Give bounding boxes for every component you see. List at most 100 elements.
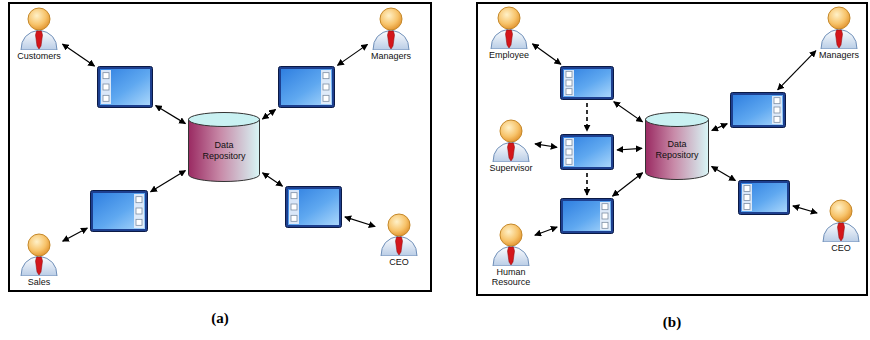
screen-button bbox=[566, 80, 572, 86]
screen-glass bbox=[100, 69, 150, 105]
access-arrow bbox=[613, 173, 643, 196]
screen-button bbox=[103, 95, 109, 101]
screen-sidebar bbox=[564, 70, 574, 96]
screen-figure bbox=[560, 198, 614, 234]
screen-button bbox=[323, 84, 329, 90]
person-body bbox=[21, 256, 57, 276]
screen-button bbox=[566, 149, 572, 155]
access-arrow bbox=[535, 227, 557, 235]
screen-frame bbox=[561, 135, 614, 170]
access-arrow bbox=[617, 148, 642, 150]
database-label: Data Repository bbox=[188, 128, 260, 173]
panel-caption: (a) bbox=[10, 310, 430, 327]
person-head bbox=[500, 120, 522, 142]
screen-button bbox=[602, 204, 608, 210]
person-tie bbox=[388, 31, 395, 49]
role-label: CEO bbox=[818, 243, 864, 253]
person-tie bbox=[838, 223, 845, 241]
computer-screen bbox=[560, 66, 614, 100]
cylinder-body bbox=[189, 119, 260, 182]
person-icon: Human Resource bbox=[485, 222, 537, 288]
screen-sidebar bbox=[600, 202, 610, 230]
access-arrow bbox=[337, 44, 367, 65]
role-label: Supervisor bbox=[487, 163, 535, 173]
person-figure bbox=[18, 232, 60, 276]
screen-button bbox=[103, 73, 109, 79]
screen-frame bbox=[561, 199, 614, 234]
screen-button bbox=[566, 89, 572, 95]
screen-button bbox=[323, 73, 329, 79]
flow-arrow bbox=[586, 173, 588, 195]
screen-button bbox=[103, 84, 109, 90]
screen-frame bbox=[91, 191, 148, 232]
access-arrow bbox=[793, 206, 817, 213]
person-body bbox=[493, 246, 529, 266]
role-label: Managers bbox=[816, 50, 862, 60]
screen-glass bbox=[563, 137, 611, 167]
screen-button bbox=[774, 116, 780, 122]
screen-frame bbox=[561, 67, 614, 100]
person-tie bbox=[396, 237, 403, 255]
cylinder-body bbox=[646, 119, 709, 180]
role-label: Employee bbox=[486, 50, 532, 60]
person-head bbox=[28, 234, 50, 256]
screen-frame bbox=[279, 67, 335, 108]
person-icon: Supervisor bbox=[487, 118, 535, 173]
screen-sidebar bbox=[321, 70, 331, 104]
screen-figure bbox=[90, 190, 148, 232]
screen-button bbox=[744, 204, 750, 210]
person-icon: Sales bbox=[16, 232, 62, 287]
person-tie bbox=[836, 30, 843, 48]
screen-glass bbox=[281, 69, 332, 105]
database-cylinder: Data Repository bbox=[188, 112, 260, 182]
cylinder-top bbox=[646, 113, 709, 127]
person-body bbox=[821, 29, 857, 49]
computer-screen bbox=[97, 66, 153, 108]
person-tie bbox=[36, 257, 43, 275]
role-label: Human Resource bbox=[487, 267, 535, 288]
role-label: Customers bbox=[15, 51, 63, 61]
screen-glass bbox=[563, 201, 611, 231]
access-arrow bbox=[614, 102, 643, 122]
computer-screen bbox=[560, 198, 614, 234]
person-tie bbox=[508, 143, 515, 161]
screen-button bbox=[566, 158, 572, 164]
screen-frame bbox=[739, 181, 790, 215]
screen-sidebar bbox=[289, 190, 299, 224]
person-tie bbox=[508, 247, 515, 265]
screen-figure bbox=[285, 186, 342, 228]
role-label: Sales bbox=[16, 277, 62, 287]
screen-sidebar bbox=[134, 194, 144, 228]
person-tie bbox=[506, 30, 513, 48]
database-label: Data Repository bbox=[645, 128, 709, 171]
screen-frame bbox=[98, 67, 153, 108]
person-head bbox=[828, 7, 850, 29]
person-figure bbox=[18, 6, 60, 50]
screen-glass bbox=[93, 193, 145, 229]
screen-button bbox=[774, 107, 780, 113]
diagram-panel: Employee ManagersSupervisor Data Repositor… bbox=[476, 2, 868, 296]
role-label: CEO bbox=[376, 257, 422, 267]
role-label: Managers bbox=[368, 51, 414, 61]
screen-figure bbox=[97, 66, 153, 108]
screen-glass bbox=[288, 189, 339, 225]
screen-button bbox=[323, 95, 329, 101]
person-icon: CEO bbox=[376, 212, 422, 267]
screen-sidebar bbox=[564, 138, 574, 166]
diagram-panel: Customers ManagersData RepositorySales CEO… bbox=[8, 2, 432, 292]
screen-figure bbox=[278, 66, 335, 108]
person-figure bbox=[490, 222, 532, 266]
person-icon: Managers bbox=[816, 5, 862, 60]
screen-button bbox=[602, 213, 608, 219]
person-figure bbox=[378, 212, 420, 256]
screen-sidebar bbox=[772, 96, 782, 124]
person-head bbox=[380, 8, 402, 30]
screen-glass bbox=[563, 69, 611, 97]
person-body bbox=[493, 142, 529, 162]
person-icon: Employee bbox=[486, 5, 532, 60]
person-figure bbox=[370, 6, 412, 50]
person-head bbox=[830, 200, 852, 222]
access-arrow bbox=[345, 217, 375, 227]
screen-button bbox=[566, 71, 572, 77]
access-arrow bbox=[156, 106, 186, 124]
